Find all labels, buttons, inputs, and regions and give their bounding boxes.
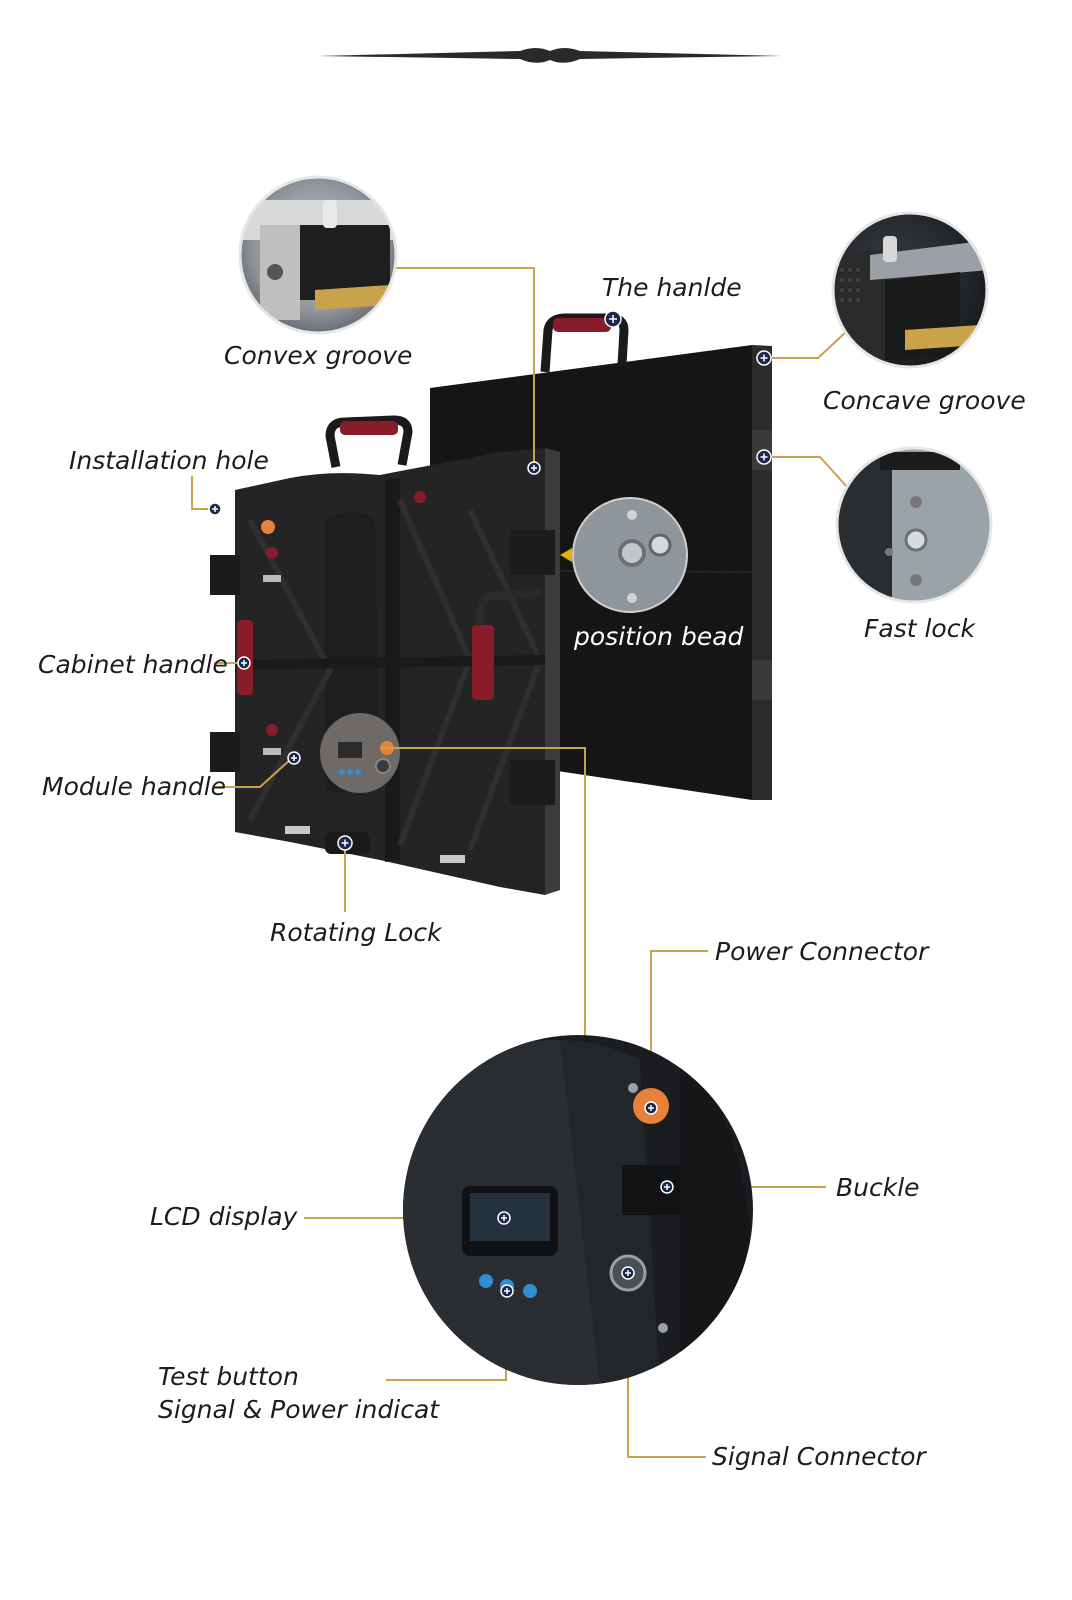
plus-circle-icon[interactable]: [500, 1284, 514, 1298]
top-divider: [318, 48, 782, 63]
leader-fast-lock: [764, 456, 849, 489]
leader-module-handle: [214, 757, 293, 788]
label-power-connector: Power Connector: [715, 937, 929, 966]
cabinet-top-handle: [325, 415, 413, 468]
detail-position-bead: [572, 497, 688, 613]
plus-circle-icon[interactable]: [237, 656, 251, 670]
plus-circle-icon[interactable]: [497, 1211, 511, 1225]
label-test-button: Test button: [158, 1362, 299, 1391]
label-position-bead: position bead: [574, 622, 744, 651]
label-installation-hole: Installation hole: [69, 446, 269, 475]
label-cabinet-handle: Cabinet handle: [38, 650, 228, 679]
plus-circle-icon[interactable]: [208, 502, 222, 516]
label-lcd-display: LCD display: [150, 1202, 298, 1231]
leader-lcd-zoom: [380, 747, 586, 1036]
detail-convex-groove: [238, 175, 398, 335]
label-signal-connector: Signal Connector: [712, 1442, 926, 1471]
cabinet-body: [210, 448, 560, 895]
label-fast-lock: Fast lock: [864, 614, 975, 643]
detail-fast-lock: [835, 446, 993, 604]
label-convex-groove: Convex groove: [224, 341, 413, 370]
hotspot-markers: [208, 310, 772, 1298]
panel-top-handle: [540, 313, 629, 373]
plus-circle-icon[interactable]: [644, 1101, 658, 1115]
plus-circle-icon[interactable]: [337, 835, 353, 851]
label-buckle: Buckle: [836, 1173, 920, 1202]
label-concave-groove: Concave groove: [823, 386, 1026, 415]
plus-circle-icon[interactable]: [756, 449, 772, 465]
leader-convex-groove: [390, 267, 535, 465]
plus-circle-icon[interactable]: [660, 1180, 674, 1194]
plus-circle-icon[interactable]: [604, 310, 622, 328]
detail-control-panel: [403, 1035, 753, 1385]
label-the-handle: The hanlde: [602, 273, 742, 302]
detail-concave-groove: [831, 211, 989, 369]
leader-installation-hole: [191, 476, 215, 510]
plus-circle-icon[interactable]: [287, 751, 301, 765]
leader-concave-groove: [764, 329, 849, 359]
label-rotating-lock: Rotating Lock: [270, 918, 442, 947]
label-module-handle: Module handle: [42, 772, 227, 801]
label-signal-power-indicator: Signal & Power indicat: [158, 1395, 440, 1424]
plus-circle-icon[interactable]: [756, 350, 772, 366]
plus-circle-icon[interactable]: [621, 1266, 635, 1280]
plus-circle-icon[interactable]: [527, 461, 541, 475]
triangle-pointer-icon: [560, 548, 572, 562]
